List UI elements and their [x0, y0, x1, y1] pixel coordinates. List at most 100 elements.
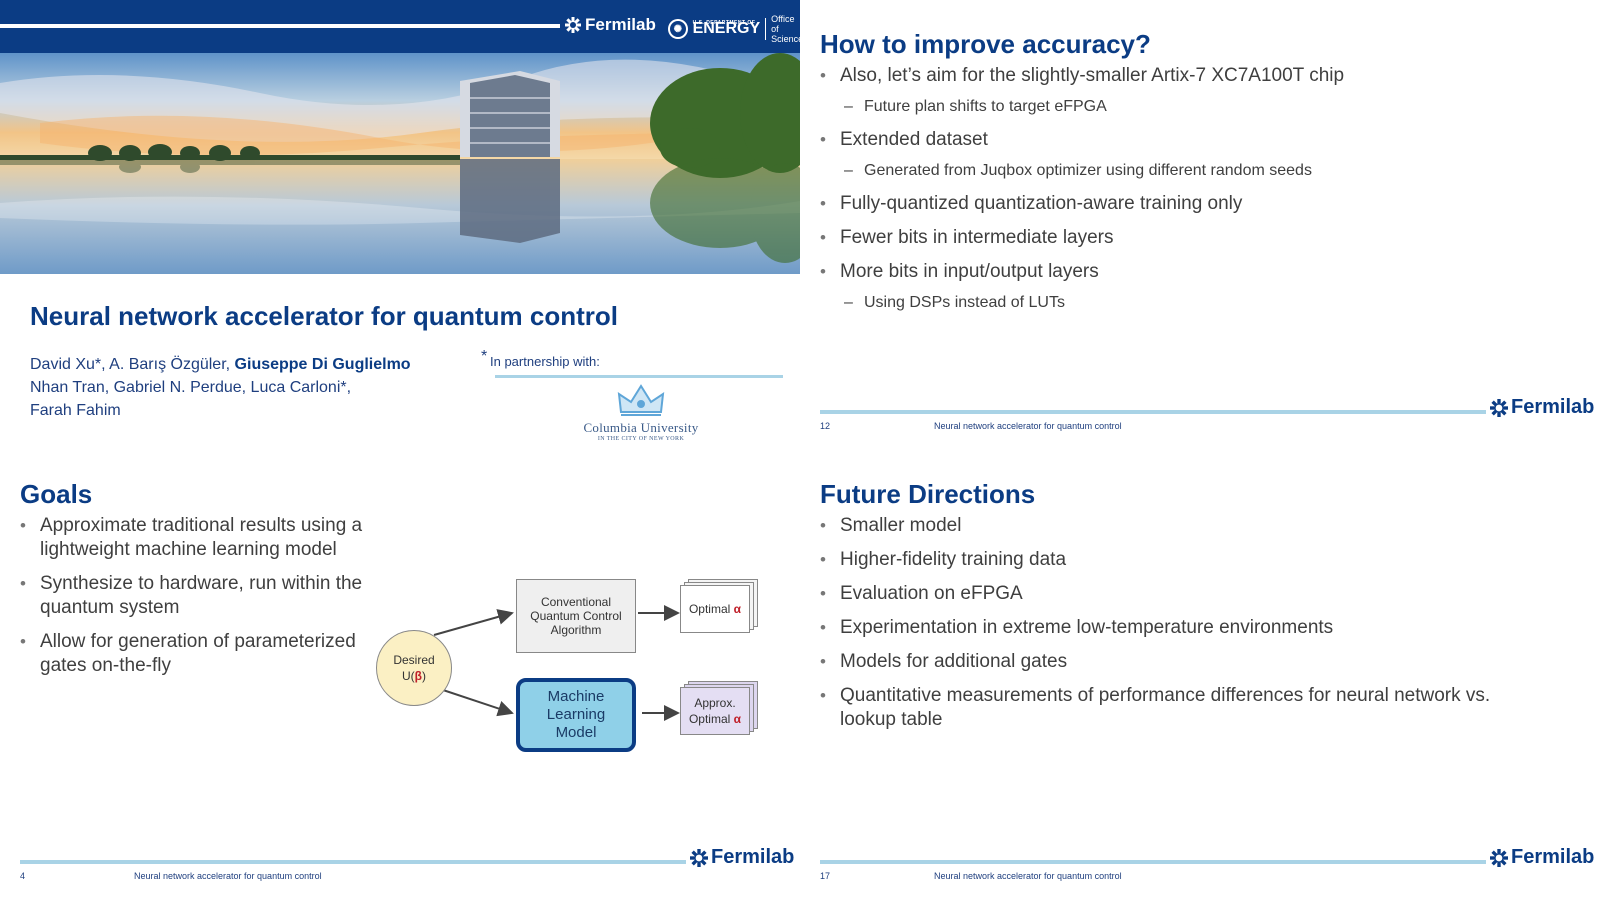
fermilab-snowflake-icon: [1490, 398, 1508, 417]
crown-icon: [617, 384, 665, 416]
workflow-diagram: Desired U(β) Conventional Quantum Contro…: [372, 575, 792, 752]
doe-seal-icon: ✺: [668, 19, 688, 39]
conventional-algorithm-box: Conventional Quantum Control Algorithm: [516, 579, 636, 653]
columbia-university-logo: Columbia University IN THE CITY OF NEW Y…: [578, 382, 704, 442]
wilson-hall-photo: [0, 53, 800, 274]
sub-bullet-item: Generated from Juqbox optimizer using di…: [820, 160, 1590, 182]
fermilab-snowflake-icon: [1490, 848, 1508, 867]
fermilab-logo: Fermilab: [565, 15, 656, 35]
footer-brand-text: Fermilab: [711, 846, 795, 868]
page-number: 12: [820, 421, 831, 431]
bullet-item: Synthesize to hardware, run within the q…: [20, 572, 380, 620]
optimal-alpha-document-stack: Optimal α: [680, 579, 758, 637]
sub-bullet-item: Using DSPs instead of LUTs: [820, 292, 1590, 314]
accuracy-slide: How to improve accuracy? Also, let’s aim…: [800, 0, 1600, 450]
optimal-text: Optimal: [688, 602, 731, 616]
ml-line2: Learning: [546, 706, 606, 723]
header-brand-text: Fermilab: [585, 15, 656, 34]
ml-line3: Model: [555, 724, 597, 741]
bullet-item: Quantitative measurements of performance…: [820, 684, 1540, 732]
bullet-list: Approximate traditional results using a …: [20, 514, 380, 678]
ml-line1: Machine: [547, 688, 605, 705]
goals-slide: Goals Approximate traditional results us…: [0, 450, 800, 900]
slide-heading: Goals: [20, 479, 93, 509]
footer-title: Neural network accelerator for quantum c…: [934, 871, 1122, 881]
bullet-item: Models for additional gates: [820, 650, 1590, 674]
bullet-item: Higher-fidelity training data: [820, 548, 1590, 572]
desired-unitary-circle: Desired U(β): [376, 630, 452, 706]
presentation-title: Neural network accelerator for quantum c…: [30, 301, 619, 331]
bullet-item: Evaluation on eFPGA: [820, 582, 1590, 606]
footer-rule: [20, 860, 686, 864]
page-number: 4: [20, 871, 26, 881]
authors-line-1-bold: Giuseppe Di Guglielmo: [234, 356, 411, 373]
doe-separator: [765, 18, 767, 40]
diagram-arrows: [433, 605, 680, 721]
machine-learning-model-box: Machine Learning Model: [516, 678, 636, 752]
partner-asterisk: *: [481, 348, 488, 365]
partner-label-text: In partnership with:: [490, 354, 600, 369]
conventional-line1: Conventional: [540, 595, 612, 609]
office-line1: Office of: [771, 14, 795, 34]
doe-small-text: U.S. DEPARTMENT OF: [692, 20, 756, 26]
sub-bullet-item: Future plan shifts to target eFPGA: [820, 96, 1590, 118]
partnership-label: *In partnership with:: [481, 348, 600, 369]
footer-rule: [820, 860, 1486, 864]
beta-symbol: β: [414, 669, 422, 683]
header-rule: [0, 24, 560, 28]
bullet-list: Also, let’s aim for the slightly-smaller…: [820, 64, 1590, 314]
future-directions-slide: Future Directions Smaller model Higher-f…: [800, 450, 1600, 900]
optimal-alpha-label: Optimal α: [680, 585, 750, 633]
authors-line-1-plain: David Xu*, A. Barış Özgüler,: [30, 356, 235, 373]
fermilab-snowflake-icon: [565, 17, 581, 33]
conventional-line2: Quantum Control: [530, 609, 622, 623]
doe-word: ENERGY: [692, 20, 761, 37]
fermilab-snowflake-icon: [690, 848, 708, 867]
approx-optimal-alpha-document-stack: Approx. Optimal α: [680, 681, 758, 739]
desired-label: Desired: [393, 653, 435, 667]
approx-optimal-alpha-label: Approx. Optimal α: [680, 687, 750, 735]
bullet-item: Allow for generation of parameterized ga…: [20, 630, 380, 678]
slide-heading: How to improve accuracy?: [820, 29, 1151, 59]
columbia-name: Columbia University: [583, 420, 699, 435]
fermilab-logo: Fermilab: [1490, 396, 1594, 419]
doc-page-front: [680, 585, 750, 633]
bullet-item: Also, let’s aim for the slightly-smaller…: [820, 64, 1590, 88]
footer-title: Neural network accelerator for quantum c…: [134, 871, 322, 881]
columbia-city: IN THE CITY OF NEW YORK: [597, 436, 685, 442]
bullet-item: Smaller model: [820, 514, 1590, 538]
unitary-symbol: U(: [402, 669, 415, 683]
bullet-item: More bits in input/output layers: [820, 260, 1590, 284]
conventional-line3: Algorithm: [550, 623, 602, 637]
authors-line-2: Nhan Tran, Gabriel N. Perdue, Luca Carlo…: [30, 379, 352, 396]
bullet-list: Smaller model Higher-fidelity training d…: [820, 514, 1590, 732]
fermilab-logo: Fermilab: [690, 846, 794, 869]
unitary-close: ): [422, 669, 426, 683]
desired-unitary: U(β): [402, 668, 426, 684]
alpha-symbol: α: [733, 602, 742, 616]
page-number: 17: [820, 871, 831, 881]
footer-rule: [820, 410, 1486, 414]
office-line2: Science: [771, 34, 800, 44]
slide-heading: Future Directions: [820, 479, 1036, 509]
footer-title: Neural network accelerator for quantum c…: [934, 421, 1122, 431]
fermilab-logo: Fermilab: [1490, 846, 1594, 869]
authors-line-3: Farah Fahim: [30, 402, 121, 419]
bullet-item: Experimentation in extreme low-temperatu…: [820, 616, 1590, 640]
bullet-item: Extended dataset: [820, 128, 1590, 152]
partnership-rule: [495, 375, 783, 378]
footer-brand-text: Fermilab: [1511, 846, 1595, 868]
footer-brand-text: Fermilab: [1511, 396, 1595, 418]
author-list: David Xu*, A. Barış Özgüler, Giuseppe Di…: [30, 353, 411, 422]
bullet-item: Fewer bits in intermediate layers: [820, 226, 1590, 250]
doc-page-front: [680, 687, 750, 735]
alpha-symbol: α: [733, 712, 742, 726]
authors-line-1: David Xu*, A. Barış Özgüler, Giuseppe Di…: [30, 353, 411, 376]
bullet-item: Fully-quantized quantization-aware train…: [820, 192, 1590, 216]
approx-optimal-text: Optimal: [688, 712, 731, 726]
